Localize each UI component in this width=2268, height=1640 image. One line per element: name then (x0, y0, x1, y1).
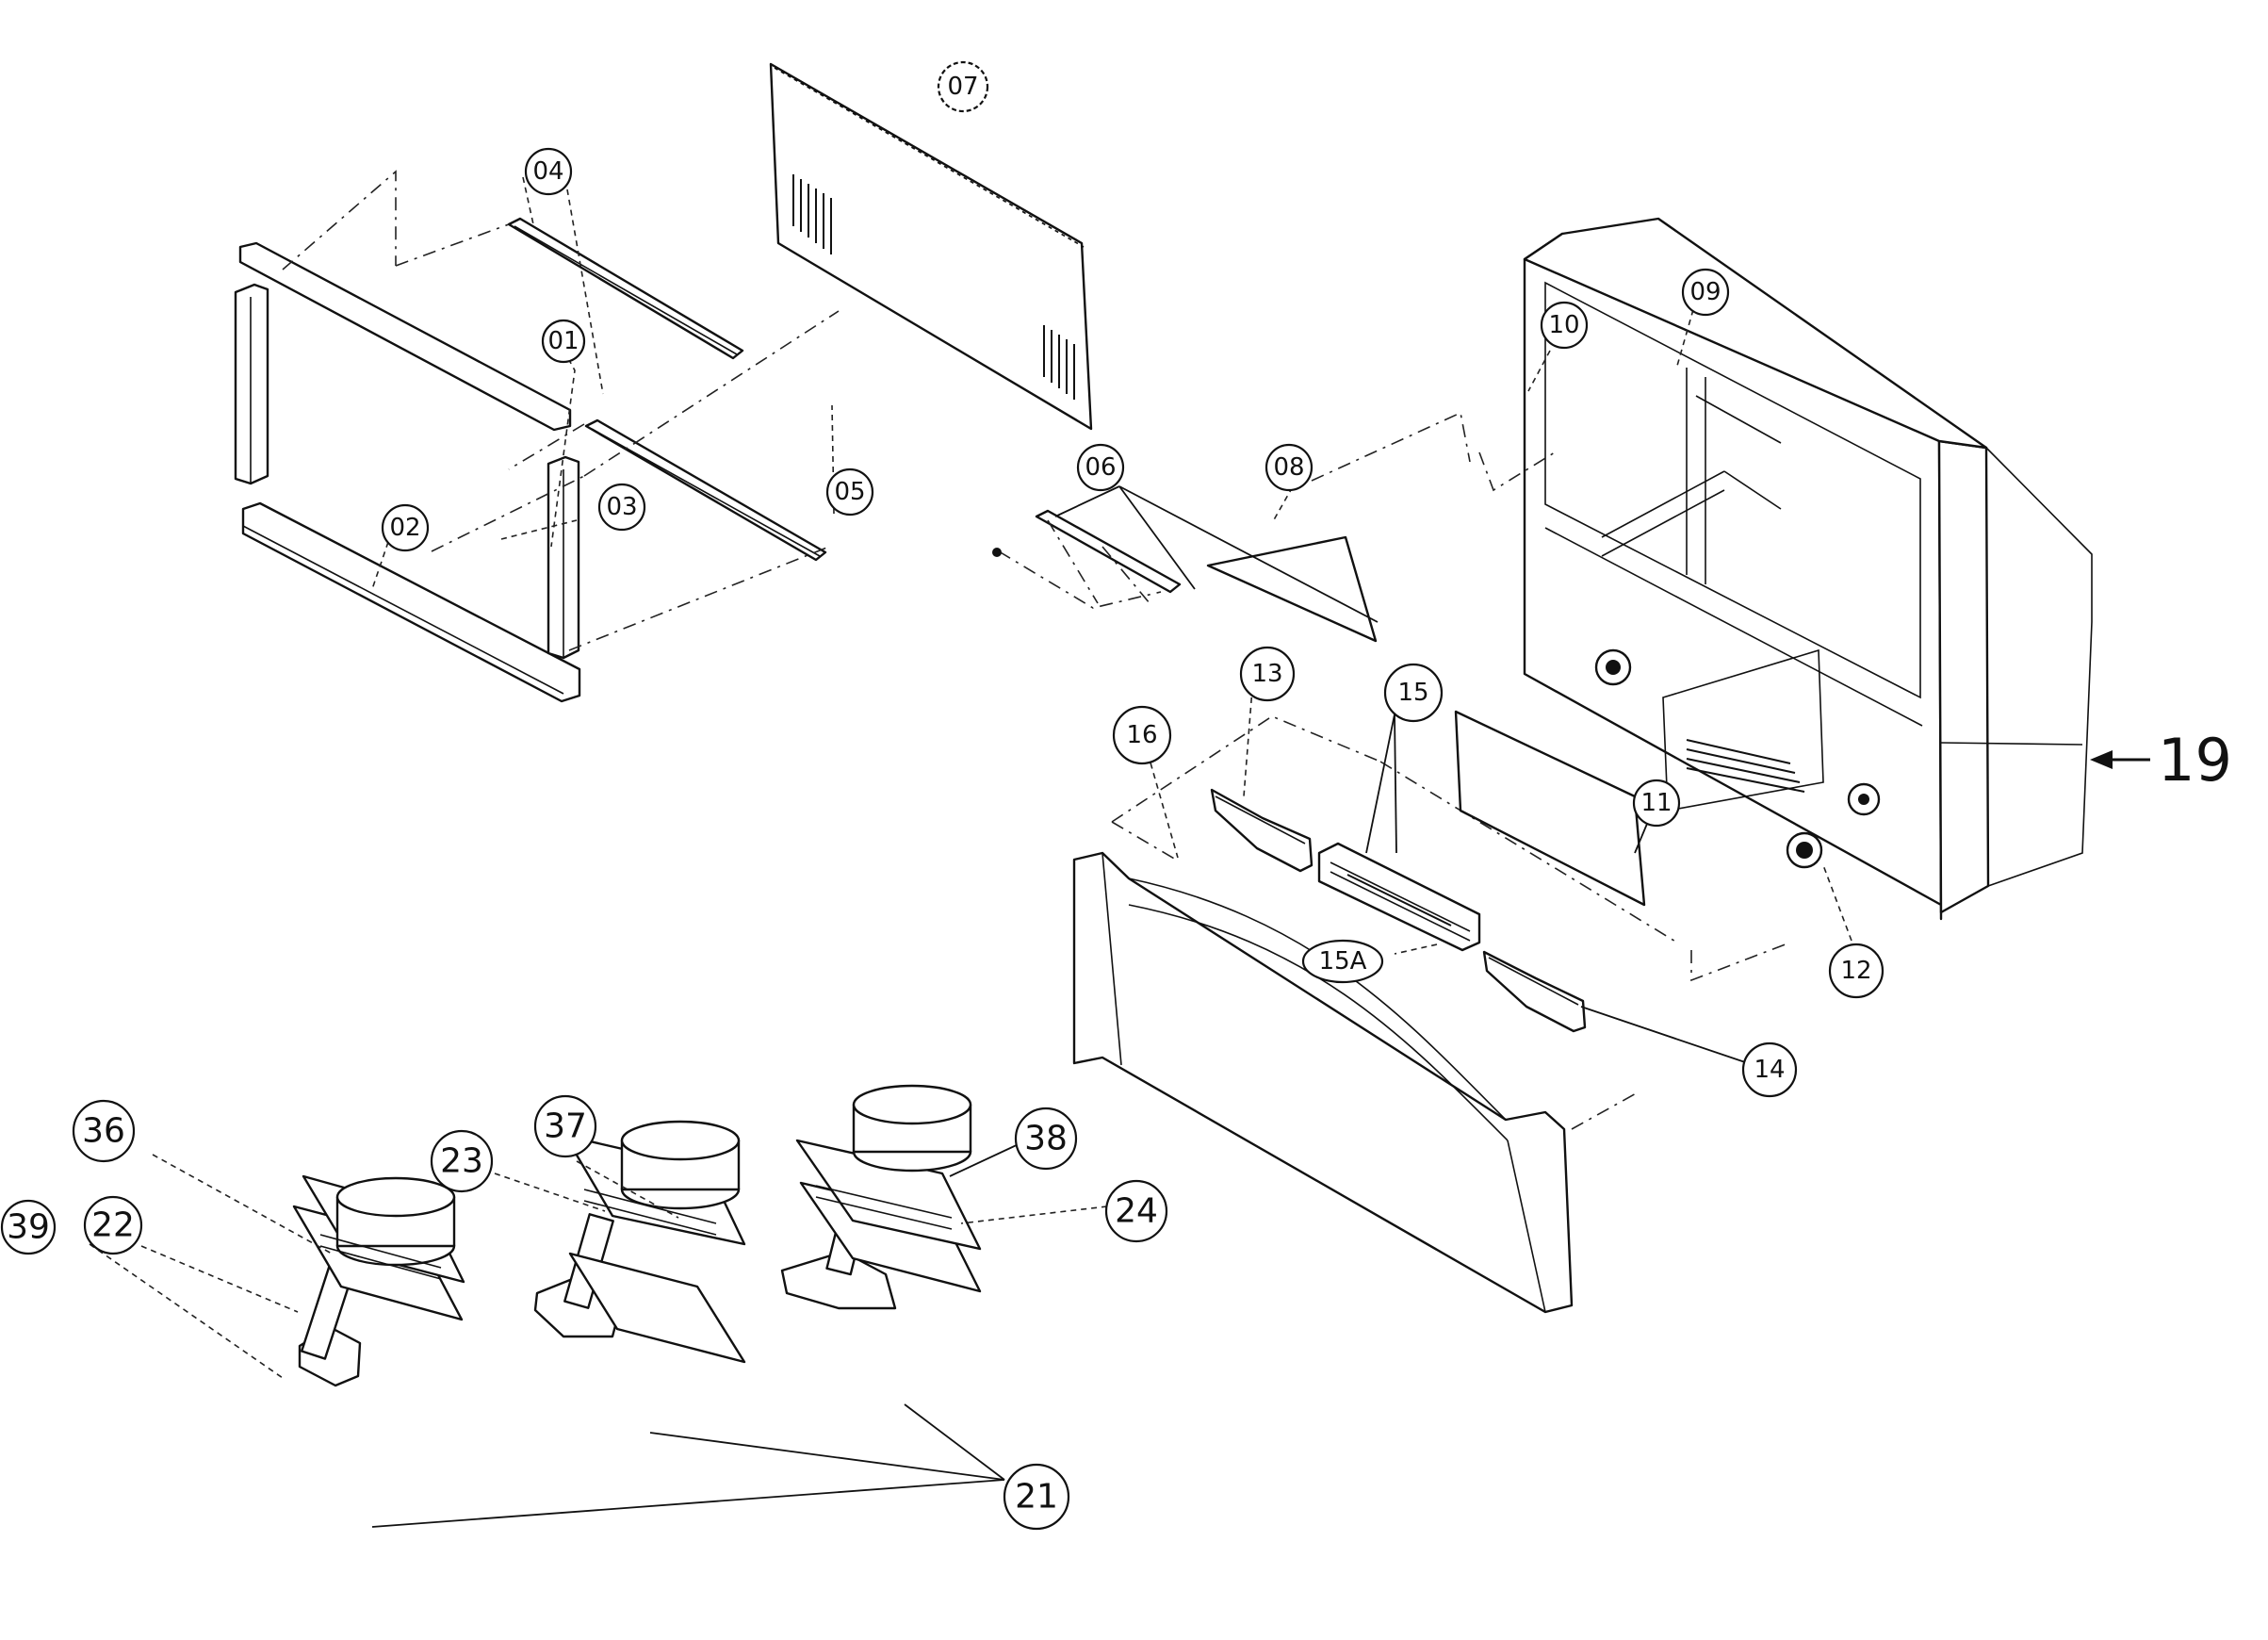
callout-12: 12 (1828, 943, 1885, 999)
callout-10-label: 10 (1548, 311, 1579, 339)
callout-03: 03 (597, 483, 646, 532)
callout-36: 36 (72, 1099, 136, 1163)
callout-37: 37 (533, 1094, 597, 1158)
mirror-bracket (1035, 509, 1182, 594)
callout-39: 39 (0, 1199, 57, 1255)
callout-13: 13 (1239, 646, 1296, 702)
front-cabinet (1072, 715, 1791, 1314)
mirror-bracket-set (992, 509, 1182, 609)
speaker-grille-left (1210, 788, 1313, 873)
callout-02-label: 02 (389, 514, 420, 542)
callout-13-label: 13 (1251, 660, 1282, 688)
frame-left-post (234, 283, 269, 485)
mirror-panel (1206, 535, 1378, 643)
speaker-jack-right-icon (1847, 782, 1881, 816)
callout-01-label: 01 (547, 327, 579, 355)
callout-38: 38 (1014, 1107, 1078, 1171)
callout-07: 07 (937, 60, 989, 113)
callout-04-label: 04 (532, 157, 563, 186)
board-shield-panel (1454, 710, 1646, 907)
screen-frame-assembly (234, 170, 840, 703)
callout-05: 05 (825, 467, 874, 517)
callout-02: 02 (381, 503, 430, 552)
callout-15-label: 15 (1397, 679, 1428, 707)
callout-14: 14 (1741, 1041, 1798, 1098)
callout-15a: 15A (1301, 939, 1384, 984)
callout-12-label: 12 (1840, 957, 1871, 985)
control-board (1317, 842, 1481, 952)
speaker-grille-right (1482, 950, 1587, 1033)
callout-39-label: 39 (7, 1208, 50, 1247)
front-cabinet-body (1072, 851, 1574, 1314)
callout-05-label: 05 (834, 478, 865, 506)
callout-36-label: 36 (82, 1112, 125, 1151)
frame-side-strip (584, 418, 827, 562)
screen-vent-lines-left (792, 174, 832, 254)
callout-11: 11 (1632, 779, 1681, 828)
callout-24-label: 24 (1115, 1192, 1158, 1231)
callout-08-label: 08 (1273, 453, 1304, 482)
cabinet-right-side (1937, 439, 1990, 914)
screen-panel (769, 62, 1093, 431)
callout-08: 08 (1265, 443, 1313, 492)
callout-10: 10 (1540, 301, 1589, 350)
crt-assembly-center (533, 1120, 746, 1364)
assembly-label-19: 19 (2158, 726, 2232, 795)
callout-01: 01 (541, 319, 586, 364)
callout-06: 06 (1076, 443, 1125, 492)
callout-38-label: 38 (1024, 1120, 1068, 1158)
frame-top-rail (238, 241, 572, 432)
callout-16: 16 (1112, 705, 1172, 765)
callout-37-label: 37 (544, 1107, 587, 1146)
cabinet-top (1523, 217, 1988, 450)
callout-21-label: 21 (1015, 1478, 1058, 1517)
callout-14-label: 14 (1754, 1056, 1785, 1084)
callout-22: 22 (83, 1195, 143, 1255)
cabinet-vent-grille (1686, 739, 1805, 793)
callout-03-label: 03 (606, 493, 637, 521)
callout-24: 24 (1104, 1179, 1168, 1243)
speaker-part (1786, 831, 1823, 869)
rear-cabinet (1478, 217, 2093, 921)
callout-09-label: 09 (1689, 278, 1721, 306)
callout-15a-label: 15A (1319, 947, 1367, 976)
callout-04: 04 (524, 147, 573, 196)
screen-vent-lines-right (1043, 325, 1075, 400)
frame-bottom-rail (241, 501, 581, 703)
callout-22-label: 22 (91, 1206, 135, 1245)
callout-09: 09 (1681, 268, 1730, 317)
callout-15: 15 (1383, 663, 1444, 723)
callout-23-label: 23 (440, 1142, 483, 1181)
leader-lines (89, 176, 1852, 1528)
callout-21: 21 (1003, 1463, 1070, 1531)
callout-23: 23 (430, 1129, 494, 1193)
assembly-arrow (2090, 750, 2150, 769)
crt-assembly-left (292, 1174, 465, 1387)
speaker-jack-left-icon (1594, 648, 1632, 686)
callout-07-label: 07 (947, 73, 978, 101)
callout-16-label: 16 (1126, 721, 1157, 749)
screen-panel-sheet (769, 62, 1093, 431)
cabinet-back-slope (1985, 446, 2093, 888)
crt-assembly-right (780, 1084, 982, 1310)
callout-11-label: 11 (1640, 789, 1672, 817)
callout-06-label: 06 (1085, 453, 1116, 482)
